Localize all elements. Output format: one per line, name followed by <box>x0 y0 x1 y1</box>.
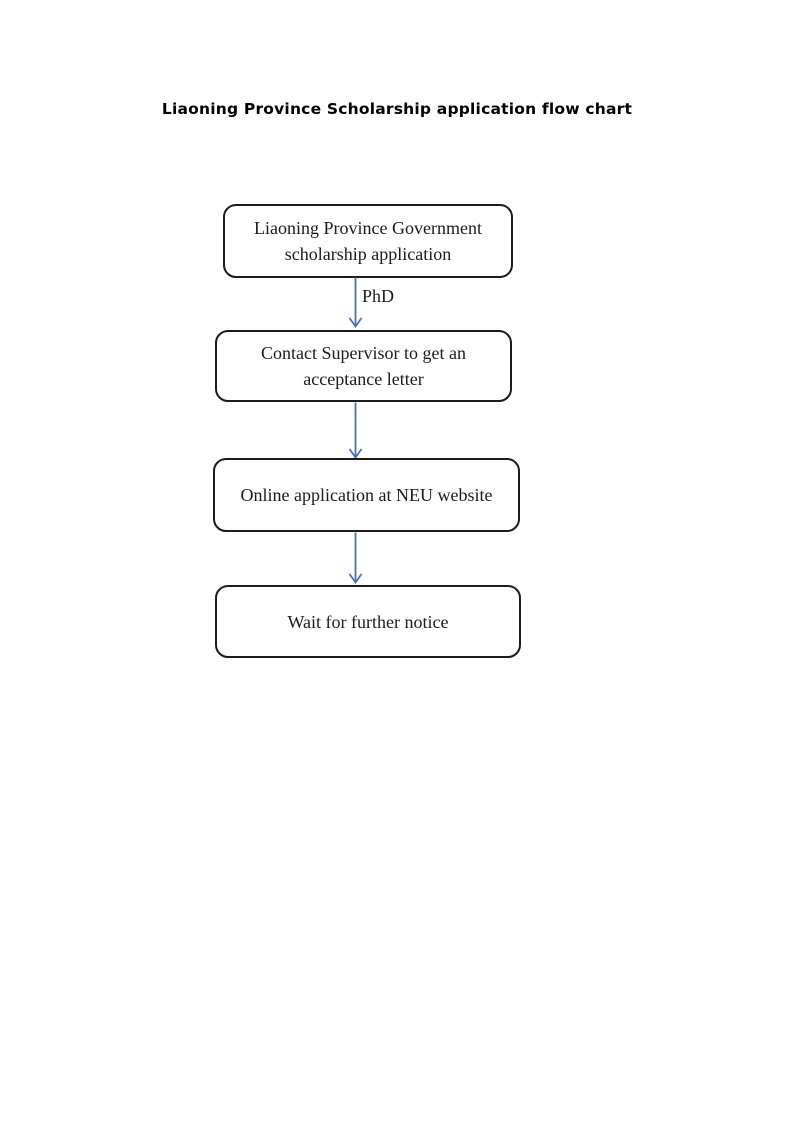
arrow-head <box>348 573 363 585</box>
arrow-head <box>348 448 363 460</box>
edge-label-phd: PhD <box>362 286 395 306</box>
page-title: Liaoning Province Scholarship applicatio… <box>161 100 633 118</box>
arrow-down-icon <box>348 277 363 329</box>
arrow-down-icon <box>348 402 363 460</box>
flow-node-label-line: Online application at NEU website <box>240 485 493 505</box>
flow-node-contact-supervisor: Contact Supervisor to get an acceptance … <box>215 330 512 402</box>
flow-node-label-line: Wait for further notice <box>287 611 449 632</box>
flow-node-label-line: scholarship application <box>284 244 452 264</box>
flow-node-label-line: Liaoning Province Government <box>254 218 482 238</box>
arrow-head <box>348 317 363 329</box>
arrow-down-icon <box>348 532 363 585</box>
flow-node-online-application: Online application at NEU website <box>213 458 520 532</box>
flow-node-label-line: acceptance letter <box>303 369 424 389</box>
flow-node-wait-further-notice: Wait for further notice <box>215 585 521 658</box>
flow-node-government-scholarship: Liaoning Province Government scholarship… <box>223 204 513 278</box>
flow-node-label-line: Contact Supervisor to get an <box>261 343 466 363</box>
